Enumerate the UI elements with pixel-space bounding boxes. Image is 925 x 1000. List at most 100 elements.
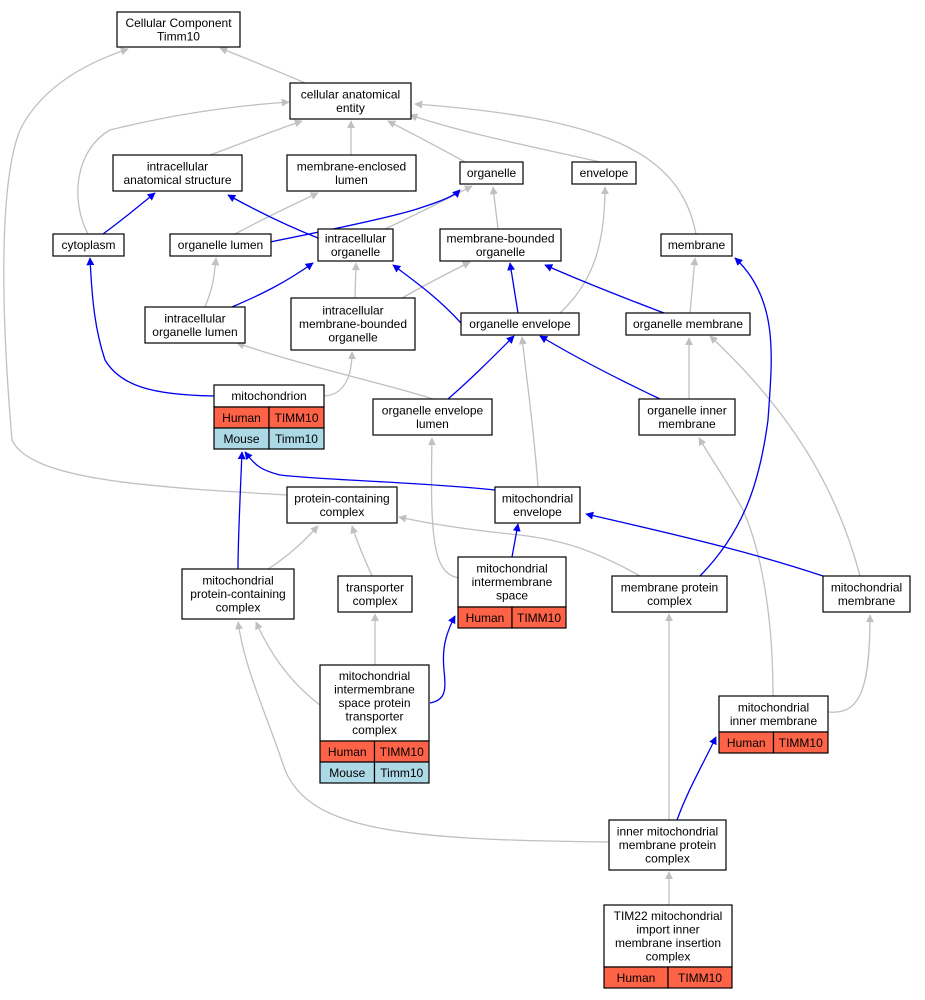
node-label: transporter <box>346 580 404 594</box>
node-label: TIM22 mitochondrial <box>614 909 723 923</box>
svg-text:Mouse: Mouse <box>223 432 259 446</box>
node-label: membrane-bounded <box>446 231 554 245</box>
edge-oel-to-iol <box>236 341 434 400</box>
node-box <box>112 154 243 192</box>
edge-omem-to-mbo <box>544 264 665 314</box>
edge-io-to-organelle <box>384 185 473 230</box>
svg-text:TIMM10: TIMM10 <box>678 971 722 985</box>
node-box <box>625 312 751 336</box>
node-box <box>337 575 413 613</box>
node-box <box>290 297 416 351</box>
edge-oenv-to-io <box>392 264 462 324</box>
gene-cell: TIMM10 <box>268 406 325 429</box>
edge-mpcc-to-pcc <box>267 525 319 570</box>
node-membrane[interactable]: membrane <box>660 233 733 257</box>
node-box <box>372 398 493 436</box>
edge-impc-to-mpcc <box>235 621 610 843</box>
node-label: transporter <box>345 710 403 724</box>
node-box <box>439 228 562 262</box>
edge-mim-to-oim <box>698 437 774 697</box>
node-olumen[interactable]: organelle lumen <box>169 233 272 257</box>
node-box <box>144 306 246 344</box>
node-label: cytoplasm <box>61 238 115 252</box>
node-label: mitochondrial <box>202 574 273 588</box>
node-box <box>460 312 580 336</box>
edge-menv-to-mito <box>244 451 496 491</box>
node-label: intracellular <box>325 231 386 245</box>
node-envelope[interactable]: envelope <box>571 161 637 185</box>
edge-oenv-to-envelope <box>559 186 609 314</box>
edge-oel-to-oenv <box>447 335 515 400</box>
edge-ias-to-cae <box>209 119 303 156</box>
node-box <box>822 575 911 613</box>
node-box <box>571 161 637 185</box>
node-box <box>603 904 733 968</box>
node-label: import inner <box>636 922 699 936</box>
edge-olumen-to-mel <box>234 192 319 235</box>
node-label: inner mitochondrial <box>617 825 718 839</box>
species-cell: Mouse <box>319 761 376 784</box>
node-label: mitochondrial <box>502 491 573 505</box>
node-label: membrane protein <box>619 838 716 852</box>
node-box <box>459 161 524 185</box>
node-organelle[interactable]: organelle <box>459 161 524 185</box>
node-omem[interactable]: organelle membrane <box>625 312 751 336</box>
node-label: lumen <box>335 173 368 187</box>
species-cell: Human <box>319 740 376 763</box>
edge-mim-to-mmem <box>827 614 874 713</box>
node-label: organelle envelope <box>469 317 571 331</box>
node-box <box>286 486 398 524</box>
node-label: anatomical structure <box>123 173 231 187</box>
gene-cell: TIMM10 <box>373 740 430 763</box>
edge-envelope-to-cae <box>409 113 601 163</box>
node-label: membrane insertion <box>615 936 721 950</box>
node-label: entity <box>336 101 365 115</box>
node-label: mitochondrial <box>476 562 547 576</box>
node-label: cellular anatomical <box>301 87 400 101</box>
node-label: organelle <box>328 331 378 345</box>
svg-text:Human: Human <box>328 745 367 759</box>
node-oenv[interactable]: organelle envelope <box>460 312 580 336</box>
node-label: space <box>496 589 528 603</box>
node-label: organelle inner <box>647 403 726 417</box>
edge-menv-to-oenv <box>518 336 539 488</box>
node-cytoplasm[interactable]: cytoplasm <box>52 233 125 257</box>
svg-text:TIMM10: TIMM10 <box>380 745 424 759</box>
node-box <box>718 695 829 733</box>
svg-text:Timm10: Timm10 <box>380 766 423 780</box>
node-label: organelle <box>331 245 381 259</box>
svg-text:Human: Human <box>466 611 505 625</box>
edge-imbo-to-mbo <box>401 261 471 299</box>
edge-mis-to-menv <box>511 523 521 558</box>
node-box <box>52 233 125 257</box>
node-label: organelle <box>467 166 517 180</box>
edge-tc-to-pcc <box>350 525 373 577</box>
edge-mmem-to-omem <box>709 335 861 577</box>
edge-mpc-to-pcc <box>398 514 641 577</box>
svg-text:TIMM10: TIMM10 <box>517 611 561 625</box>
node-label: mitochondrial <box>831 580 902 594</box>
node-box <box>181 568 295 620</box>
